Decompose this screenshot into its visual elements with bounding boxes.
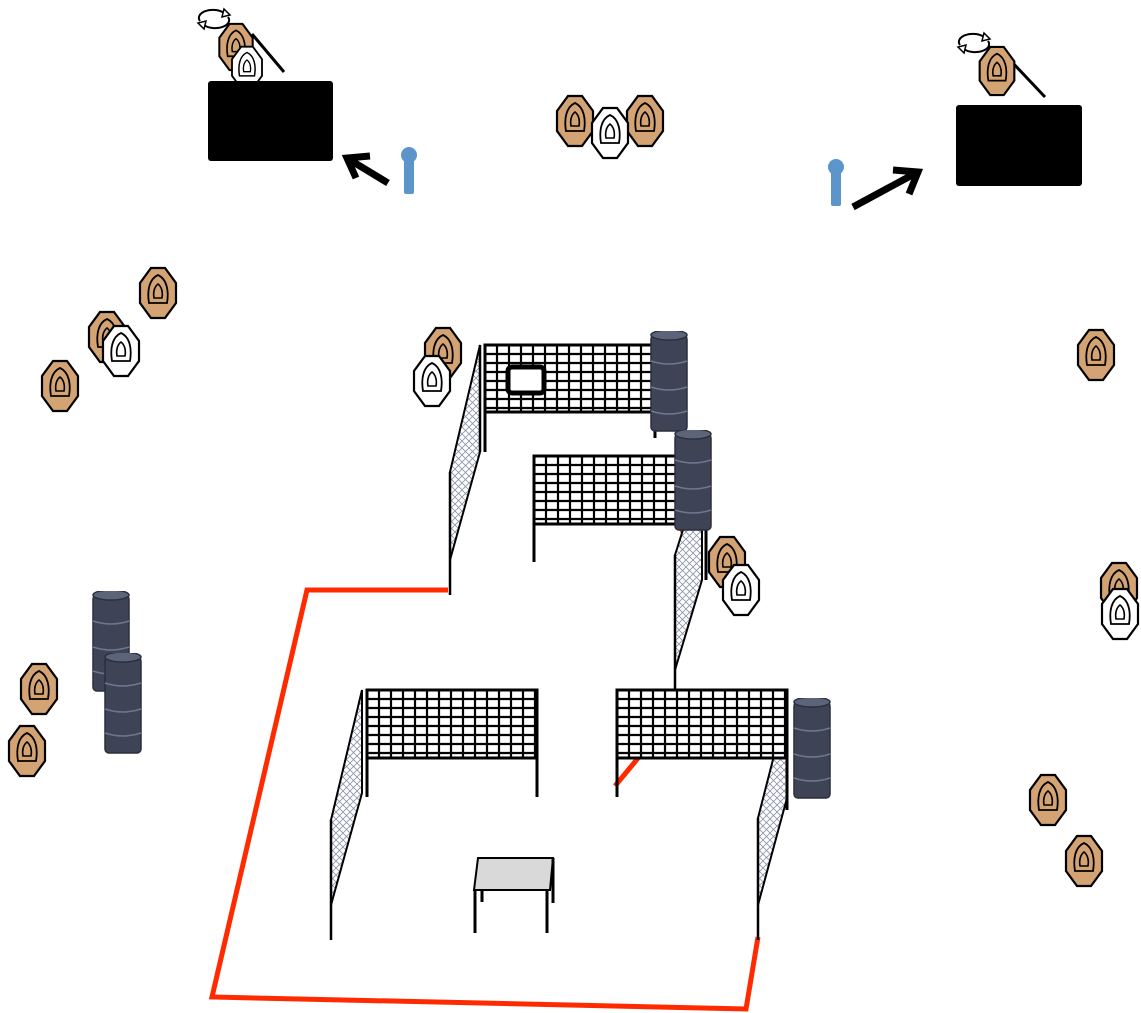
ipsc-target-icon (7, 724, 47, 778)
ipsc-target-icon (555, 94, 595, 148)
no-shoot-target-icon (412, 354, 452, 408)
ipsc-target-icon (625, 94, 665, 148)
ipsc-target-icon (19, 662, 59, 716)
mover-block-icon (208, 81, 333, 161)
barrel-icon (674, 430, 712, 531)
barrel-icon (104, 653, 142, 754)
ipsc-target-icon (1064, 834, 1104, 888)
start-table-icon (472, 857, 555, 933)
mover-left (196, 7, 333, 161)
activator-pole-icon (401, 147, 417, 194)
ipsc-target-icon (40, 359, 80, 413)
ipsc-target-icon (1076, 328, 1116, 382)
mover-right (956, 31, 1082, 186)
no-shoot-target-icon (1100, 587, 1140, 641)
fence-lower-left (365, 688, 539, 760)
barrel-icon (793, 698, 831, 799)
port-window (505, 364, 547, 396)
ipsc-target-icon (138, 266, 178, 320)
no-shoot-target-icon (721, 563, 761, 617)
swinger-rotation-icon (956, 31, 992, 55)
movement-arrow-icon (851, 166, 924, 211)
activator-pole-icon (828, 159, 844, 206)
side-wall-upper-left (448, 344, 482, 595)
fence-lower-right (615, 688, 789, 760)
ipsc-target-icon (1028, 773, 1068, 827)
mover-block-icon (956, 105, 1082, 186)
side-wall-lower-left (329, 689, 363, 940)
movement-arrow-icon (341, 152, 390, 186)
barrel-icon (650, 331, 688, 432)
no-shoot-target-icon (590, 106, 630, 160)
fault-line (208, 587, 761, 1012)
no-shoot-target-icon (101, 324, 141, 378)
swinger-rotation-icon (196, 7, 232, 31)
